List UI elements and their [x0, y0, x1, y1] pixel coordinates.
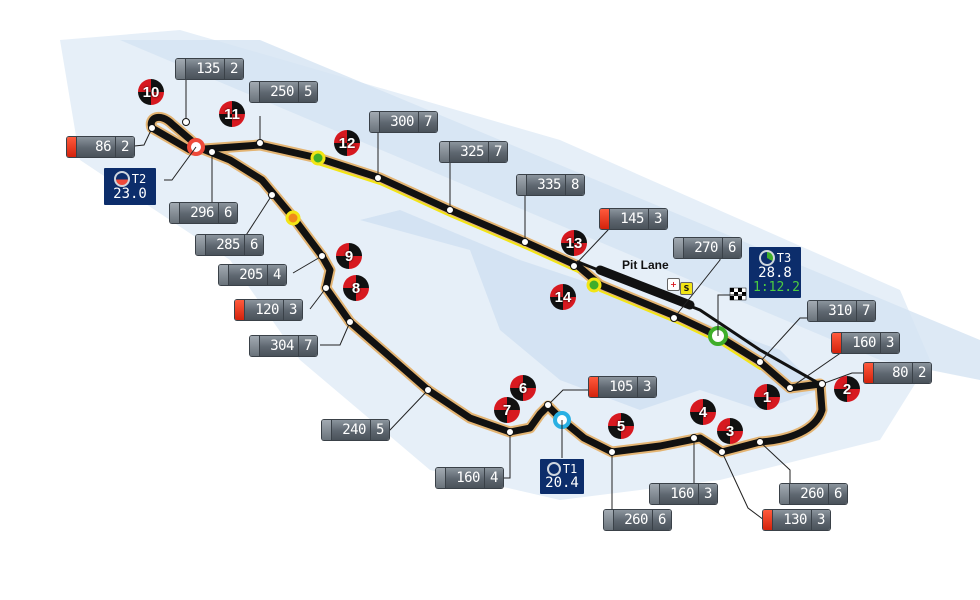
turn-1-badge: 1	[754, 384, 780, 410]
turn-5-badge: 5	[608, 413, 634, 439]
speed-trap-icon	[285, 210, 301, 226]
drs-detection-icon	[310, 150, 326, 166]
stopwatch-icon	[546, 462, 561, 476]
turn-12-badge: 12	[334, 130, 360, 156]
sector-1-box: T1 20.4	[540, 459, 584, 494]
stopwatch-icon	[113, 171, 130, 187]
turn-9-badge: 9	[336, 243, 362, 269]
sector-2-box: T2 23.0	[104, 168, 156, 205]
turn-11-badge: 11	[219, 101, 245, 127]
turn-8-badge: 8	[343, 275, 369, 301]
checkered-flag-icon	[729, 287, 747, 301]
turn-7-badge: 7	[494, 397, 520, 423]
turn-10-badge: 10	[138, 79, 164, 105]
turn-2-badge: 2	[834, 376, 860, 402]
turn-6-badge: 6	[510, 375, 536, 401]
turn-13-badge: 13	[561, 230, 587, 256]
sector-3-box: T3 28.8 1:12.2	[749, 247, 801, 298]
turn-3-badge: 3	[717, 418, 743, 444]
drs-detection-icon	[586, 277, 602, 293]
stopwatch-icon	[758, 250, 775, 266]
turn-14-badge: 14	[550, 284, 576, 310]
measurement-points	[148, 118, 826, 456]
safety-car-icon: S	[680, 282, 693, 295]
turn-4-badge: 4	[690, 399, 716, 425]
pit-lane-label: Pit Lane	[622, 258, 669, 272]
lap-time: 1:12.2	[753, 280, 800, 295]
medical-center-icon: +	[667, 278, 680, 291]
